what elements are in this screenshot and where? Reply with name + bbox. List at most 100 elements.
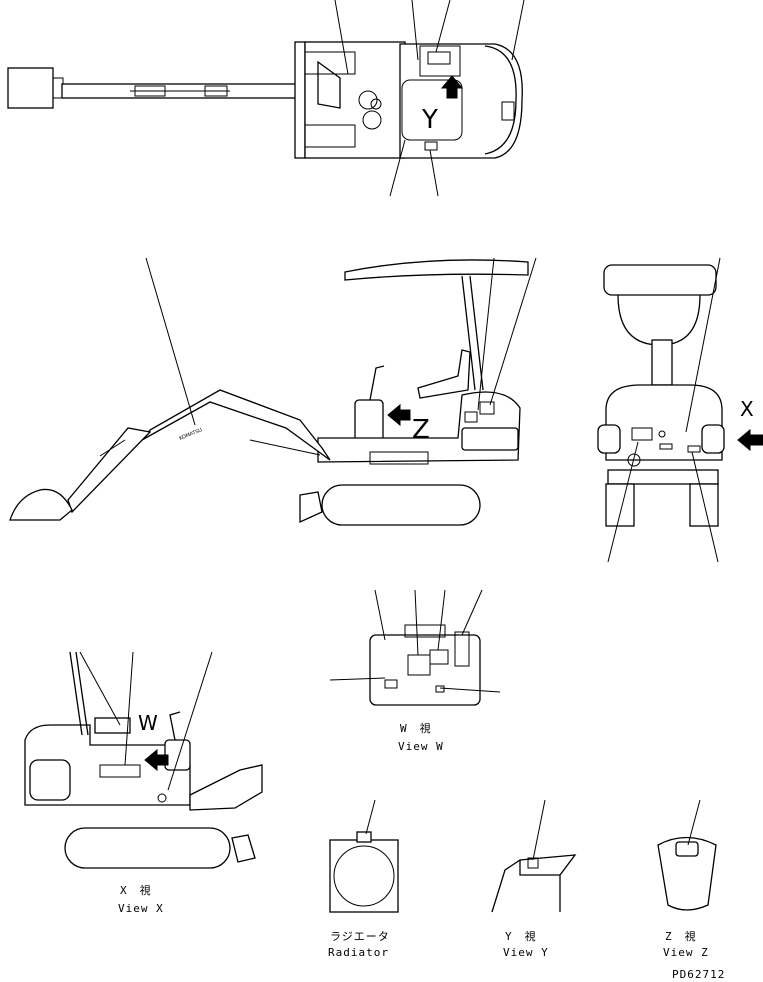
leader-line [329, 677, 386, 681]
rear-decal-1 [631, 427, 653, 441]
view-y-detail [519, 860, 560, 876]
leader-line [439, 687, 501, 693]
seat-back-top [427, 51, 451, 65]
view-x-light [29, 759, 71, 801]
view-w-side [454, 631, 470, 667]
bucket-side [9, 488, 73, 521]
canopy-post [461, 275, 476, 391]
leader-line [435, 0, 451, 53]
radiator-caption-en: Radiator [328, 946, 389, 959]
leader-line [365, 799, 376, 835]
view-x-control [164, 739, 191, 771]
view-x-panel [99, 764, 141, 778]
radiator-caption-jp: ラジエータ [330, 930, 390, 943]
brand-text: KOMATSU [179, 427, 204, 442]
view-w-top [404, 624, 446, 638]
radiator-fan [333, 845, 395, 907]
view-z-decal [675, 841, 699, 857]
blade-side [299, 491, 323, 524]
rear-track-left [605, 483, 635, 527]
arrow-icon-x [737, 428, 763, 452]
leader-line [411, 0, 419, 61]
leader-line [685, 257, 721, 433]
view-x-caption-en: View X [118, 902, 164, 915]
radiator-drawing: ラジエータ Radiator [328, 799, 399, 959]
leader-line [461, 589, 483, 636]
radiator-cap [356, 831, 372, 843]
rear-post [651, 339, 673, 386]
leader-line [124, 651, 134, 766]
view-w-decal-1 [407, 654, 431, 676]
view-w-caption-jp: W 視 [400, 721, 432, 735]
swing-bracket-top [317, 60, 341, 109]
control-3 [370, 98, 382, 110]
view-z-caption-jp: Z 視 [665, 929, 697, 943]
view-x-blade [231, 834, 256, 863]
counterweight-top [484, 45, 517, 155]
leader-line [511, 0, 525, 61]
arrow-icon-w [144, 748, 169, 772]
letter-y: Y [421, 105, 438, 135]
side-panel [369, 451, 429, 465]
view-x-cap [157, 793, 167, 803]
control-lever [369, 365, 385, 401]
view-y-outline [491, 854, 577, 913]
view-x-lever [169, 711, 181, 741]
view-w-decal-2 [429, 649, 449, 665]
arm-side [67, 427, 152, 514]
leader-line [437, 589, 446, 651]
view-w-decal-3 [384, 679, 398, 689]
leader-line [145, 257, 196, 426]
rear-decal-4 [687, 445, 701, 453]
rear-light-right [701, 424, 725, 454]
drawing-number: PD62712 [672, 968, 725, 981]
leader-line [489, 257, 537, 406]
view-x-caption-jp: X 視 [120, 883, 152, 897]
counterweight-side [461, 427, 519, 451]
excavator-side-view: Z KOMATSU [9, 257, 537, 526]
leader-line [429, 149, 439, 197]
leader-line [414, 589, 419, 656]
canopy-post-2 [469, 275, 484, 391]
bucket-top [7, 67, 54, 109]
blade-top [294, 41, 306, 159]
excavator-top-view: Y [7, 0, 525, 197]
canopy-roof [344, 259, 529, 281]
view-z-body [657, 836, 717, 911]
view-y-drawing: Y 視 View Y [491, 799, 577, 959]
seat-side [417, 349, 471, 399]
upper-structure-top [399, 43, 523, 159]
leader-line [389, 139, 406, 197]
view-y-caption-en: View Y [503, 946, 549, 959]
track-top-1 [304, 51, 356, 75]
track-side [321, 484, 481, 526]
leader-line [687, 799, 701, 846]
rear-track-right [689, 483, 719, 527]
excavator-rear-view: X [597, 257, 763, 563]
view-x-post-2 [75, 651, 89, 736]
view-x-track [64, 827, 231, 869]
rear-decal-3 [659, 443, 673, 450]
letter-x: X [740, 397, 754, 421]
view-x-seat [94, 717, 131, 734]
track-top-2 [304, 124, 356, 148]
boom-side [141, 389, 331, 461]
leader-line [167, 651, 213, 791]
rear-canopy-frame [617, 294, 701, 346]
rear-undercarriage [607, 469, 719, 485]
decal-engine-hood [501, 101, 515, 121]
floor-top [401, 79, 463, 141]
leader-line [532, 799, 546, 861]
rear-body [605, 384, 723, 461]
arm-joint-2-top [204, 85, 228, 97]
leader-line [691, 451, 719, 563]
view-z-drawing: Z 視 View Z [657, 799, 717, 959]
view-y-caption-jp: Y 視 [505, 929, 537, 943]
seat-top [419, 45, 461, 77]
view-x-drawing: W X 視 View X [24, 651, 263, 915]
arrow-icon-y [440, 75, 464, 99]
view-w-caption-en: View W [398, 740, 444, 753]
decal-floor [424, 141, 438, 151]
view-w-drawing: W 視 View W [329, 589, 501, 753]
